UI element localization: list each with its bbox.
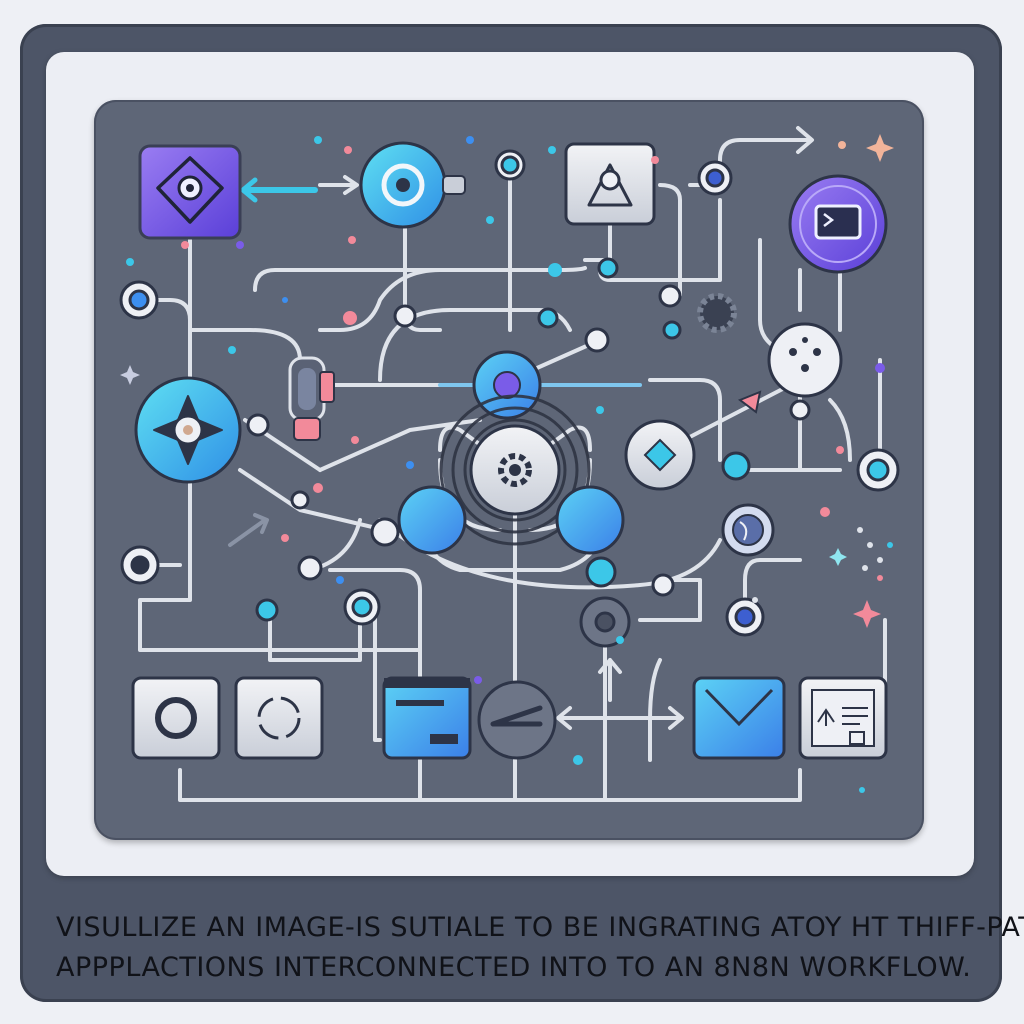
user-icon	[587, 163, 633, 207]
arrow-icon	[228, 126, 814, 730]
hub-satellite-right	[555, 485, 625, 555]
sensor-node	[767, 322, 843, 398]
refresh-icon	[257, 696, 301, 740]
connector-node	[288, 356, 335, 441]
caption-line-2: Appplactions interconnected into to an 8…	[56, 952, 972, 983]
hub-gear-icon	[469, 424, 561, 516]
gear-icon	[697, 293, 737, 333]
target-node	[359, 141, 466, 229]
mail-card	[692, 676, 786, 760]
terminal-node	[788, 174, 888, 274]
window-icon	[155, 697, 197, 739]
user-node	[564, 142, 656, 226]
target-icon	[381, 163, 425, 207]
terminal-icon	[814, 204, 862, 240]
globe-node	[721, 503, 775, 557]
refresh-card	[234, 676, 324, 760]
window-card	[131, 676, 221, 760]
mail-icon	[704, 688, 774, 727]
hub-satellite-left	[397, 485, 467, 555]
caption-line-1: Visullize an image-is sutiale to be ingr…	[56, 912, 1024, 943]
sparkle-decoration	[120, 134, 894, 793]
settings-node	[134, 376, 242, 484]
globe-icon	[732, 514, 764, 546]
port-node	[119, 149, 900, 648]
document-card	[798, 676, 888, 760]
link-node	[624, 419, 696, 491]
shield-node	[138, 144, 242, 240]
form-card	[382, 676, 472, 760]
shield-icon	[156, 156, 224, 224]
hub-rings	[439, 394, 591, 546]
back-node	[477, 680, 557, 760]
